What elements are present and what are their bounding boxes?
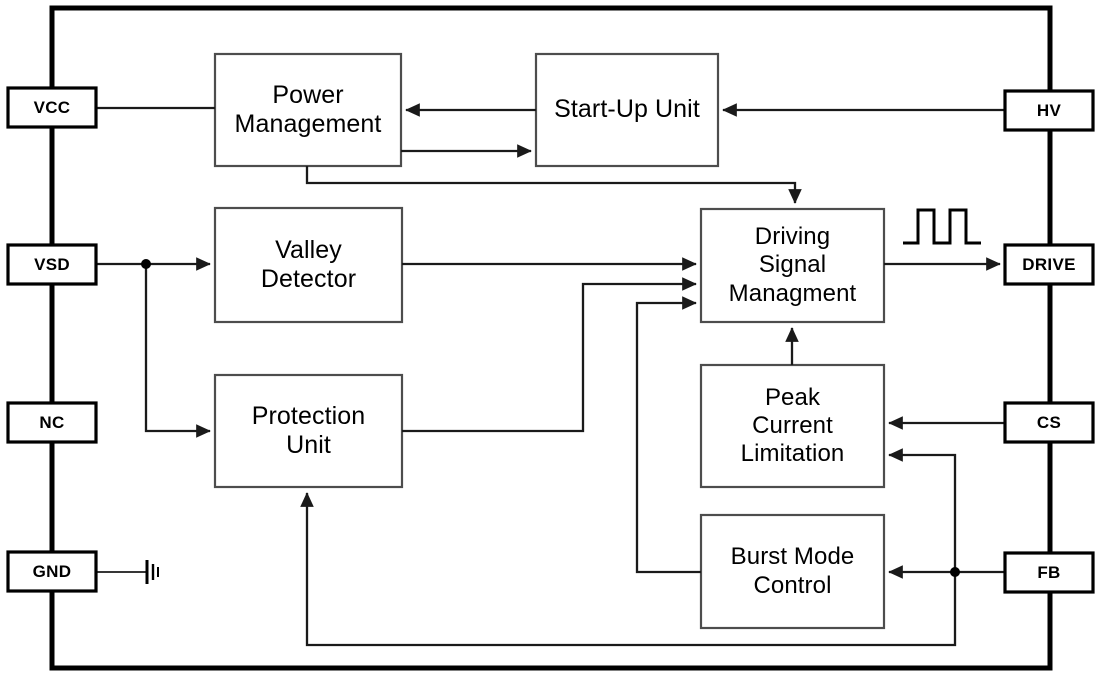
pin-box-vcc[interactable] [6,86,98,129]
pin-box-hv[interactable] [1003,89,1095,132]
block-driving-signal-managment[interactable] [699,207,886,324]
pin-box-cs[interactable] [1003,401,1095,444]
ground-icon [145,560,159,584]
junction-dot-fb [950,567,960,577]
pin-box-nc[interactable] [6,401,98,444]
wire-power-management-to-driving-signal-managment [305,166,802,204]
pin-box-drive[interactable] [1003,243,1095,286]
junction-dot-vsd [141,259,151,269]
pin-box-gnd[interactable] [6,550,98,593]
pin-box-fb[interactable] [1003,551,1095,594]
wire-vsd-to-protection-unit [144,264,211,438]
wire-protection-unit-to-driving-signal-managment [402,277,697,433]
junction-dots [141,259,960,577]
block-valley-detector[interactable] [213,206,404,324]
wire-fb-to-peak-current-limitation [888,448,957,572]
block-power-management[interactable] [213,52,403,168]
pin-box-vsd[interactable] [6,243,98,286]
pwm-waveform-icon [903,208,981,245]
block-peak-current-limitation[interactable] [699,363,886,489]
block-burst-mode-control[interactable] [699,513,886,630]
ic-boundary-frame [49,5,1053,671]
block-protection-unit[interactable] [213,373,404,489]
block-start-up-unit[interactable] [534,52,720,168]
wire-fb-to-protection-unit [300,492,957,647]
wire-burst-mode-control-to-driving-signal-managment [635,296,701,574]
